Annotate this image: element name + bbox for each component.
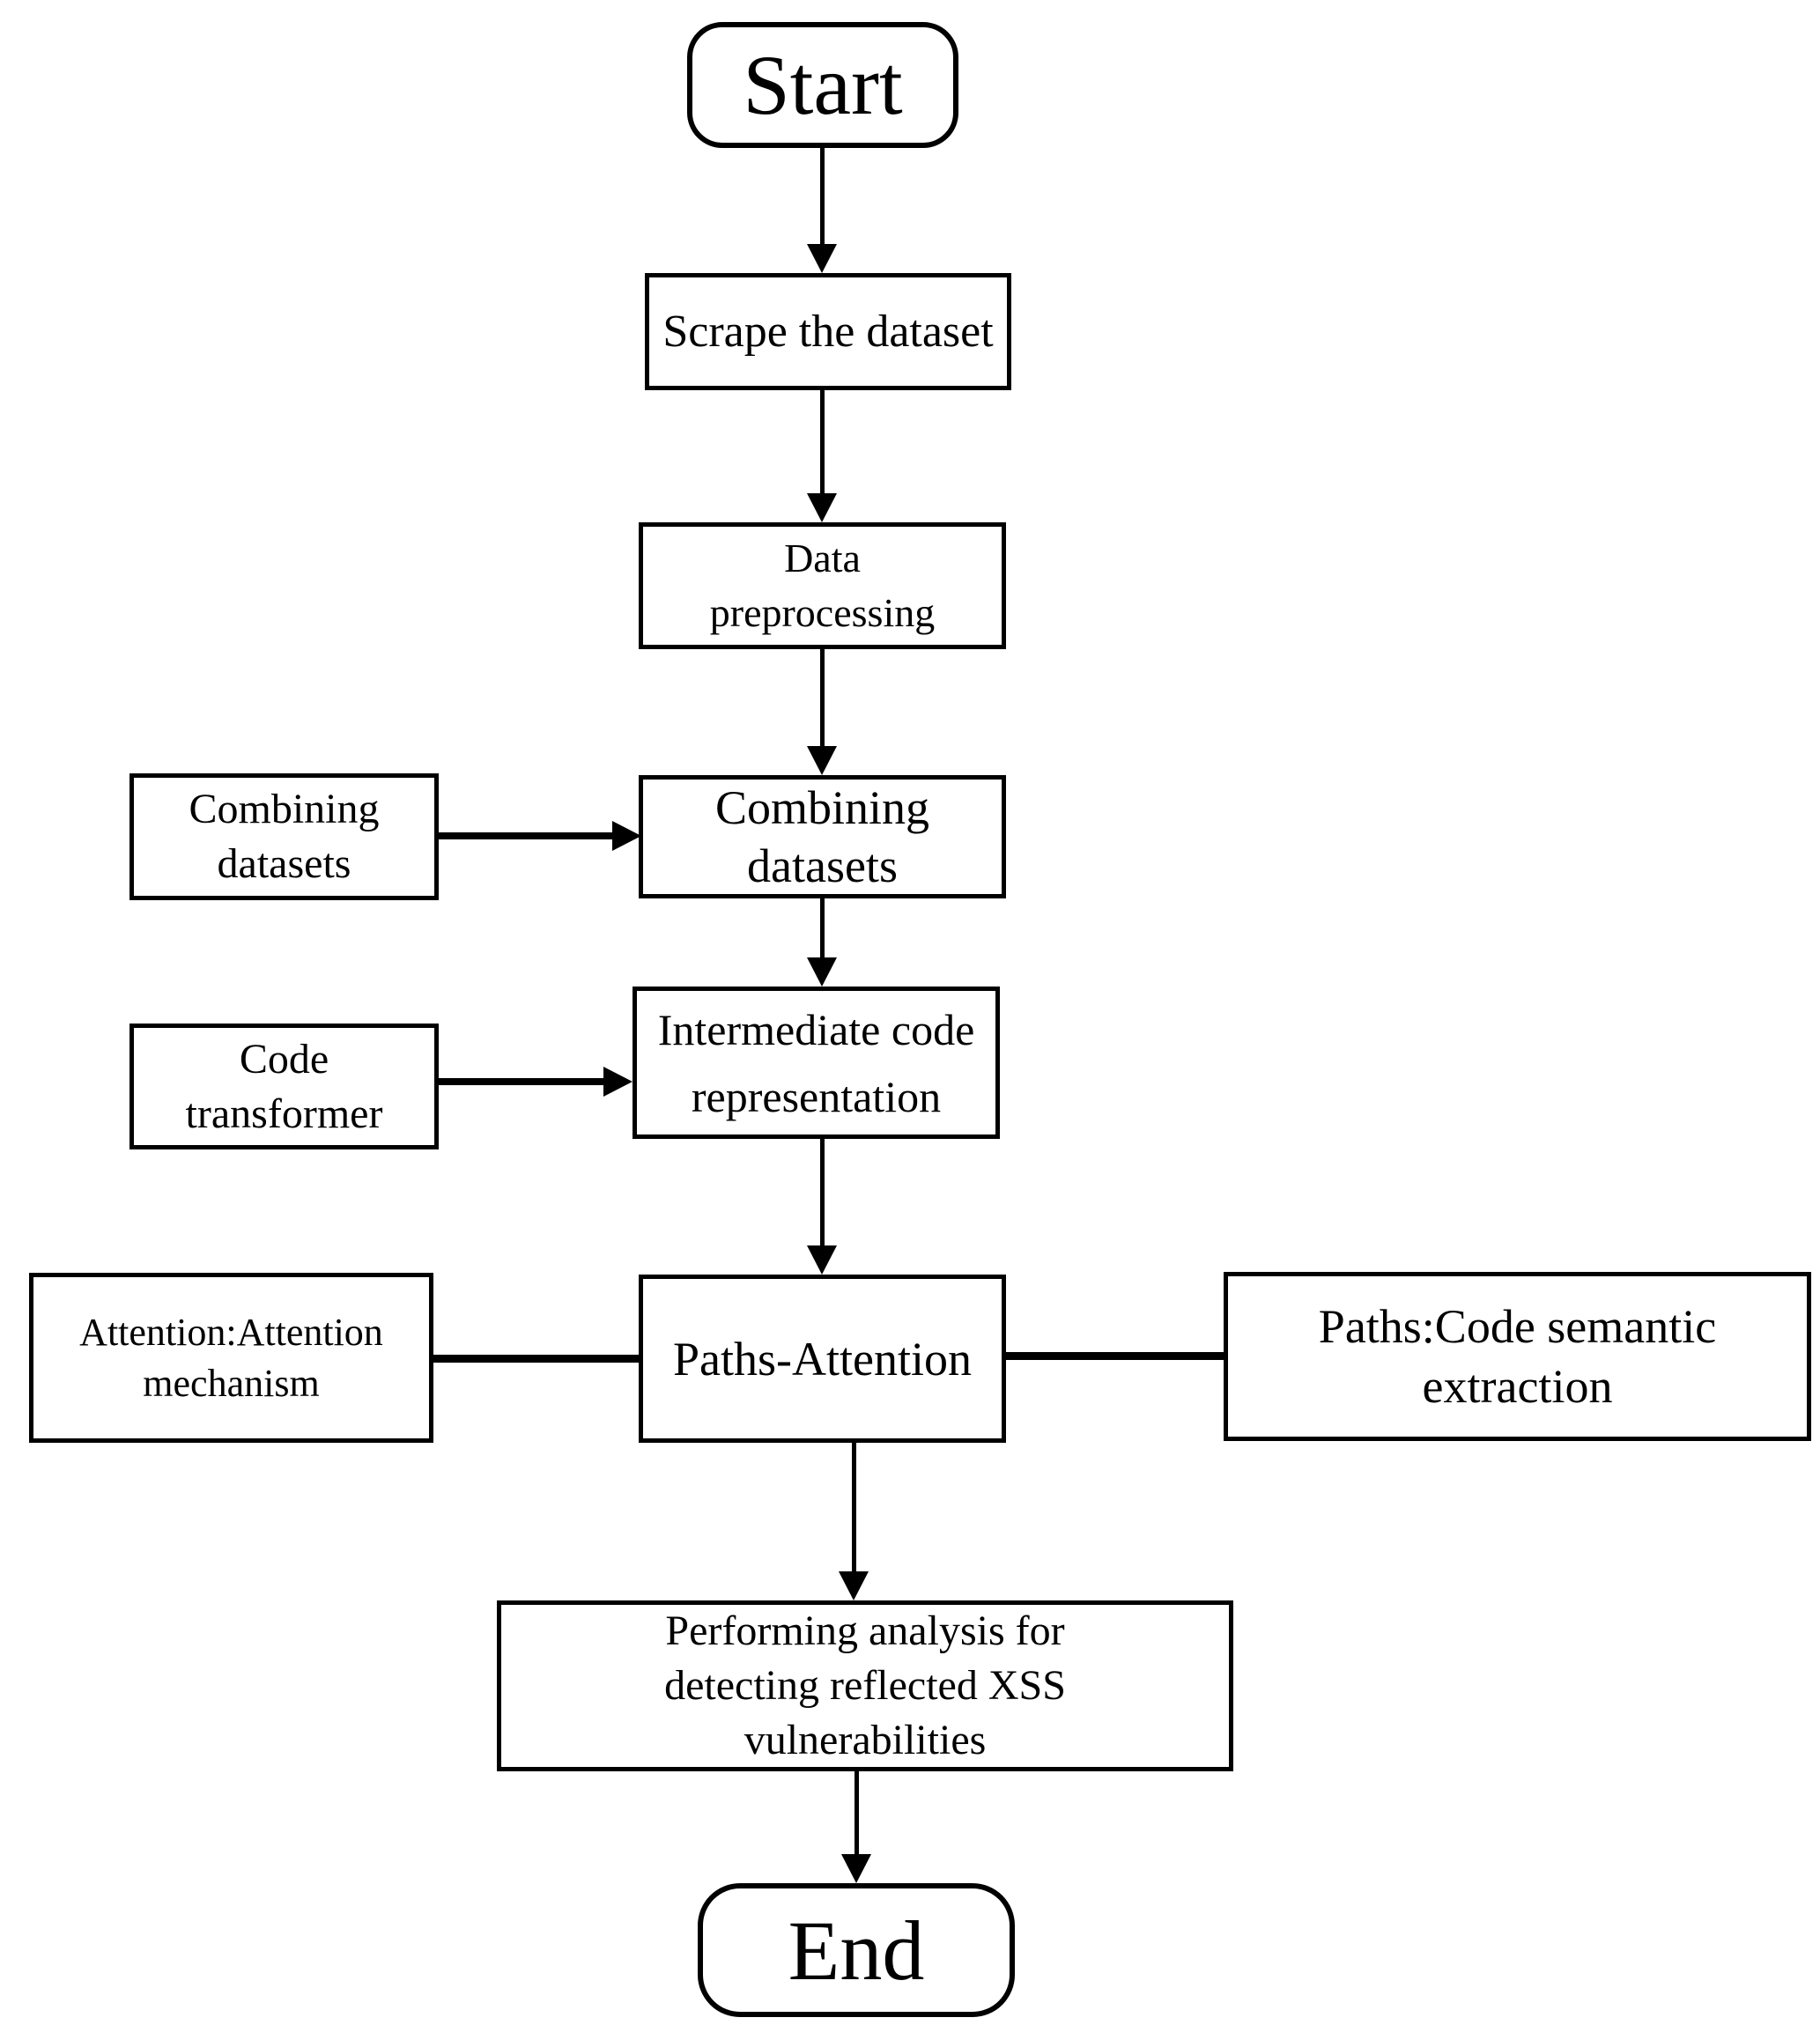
- arrow-analysis-to-end-line: [855, 1771, 859, 1856]
- arrow-analysis-to-end-head: [841, 1854, 871, 1883]
- node-scrape-dataset: Scrape the dataset: [645, 273, 1011, 390]
- connector-paths-attention-to-paths-note: [1004, 1352, 1226, 1360]
- node-end: End: [698, 1883, 1015, 2017]
- arrow-code-transformer-to-intermediate-head: [603, 1067, 633, 1097]
- arrow-start-to-scrape-head: [807, 244, 837, 273]
- arrow-preprocessing-to-combining-line: [820, 649, 825, 749]
- arrow-code-transformer-to-intermediate-line: [439, 1078, 606, 1085]
- arrow-intermediate-to-paths-attention-line: [820, 1139, 825, 1248]
- arrow-combining-to-intermediate-line: [820, 898, 825, 960]
- node-code-semantic-extraction-note: Paths:Code semantic extraction: [1224, 1272, 1811, 1441]
- arrow-start-to-scrape-line: [820, 148, 825, 247]
- arrow-combining-input-to-combining-head: [612, 821, 641, 851]
- node-intermediate-code-representation: Intermediate code representation: [633, 987, 1000, 1139]
- arrow-paths-attention-to-analysis-head: [839, 1571, 869, 1600]
- node-code-transformer: Code transformer: [129, 1024, 439, 1149]
- arrow-preprocessing-to-combining-head: [807, 746, 837, 775]
- node-data-preprocessing: Data preprocessing: [639, 522, 1006, 649]
- arrow-scrape-to-preprocessing-line: [820, 390, 825, 496]
- node-combining-datasets-input: Combining datasets: [129, 773, 439, 900]
- arrow-intermediate-to-paths-attention-head: [807, 1245, 837, 1275]
- arrow-scrape-to-preprocessing-head: [807, 493, 837, 522]
- arrow-paths-attention-to-analysis-line: [852, 1443, 856, 1573]
- connector-attention-note-to-paths-attention: [433, 1355, 641, 1363]
- arrow-combining-input-to-combining-line: [439, 832, 615, 839]
- node-paths-attention: Paths-Attention: [639, 1275, 1006, 1443]
- arrow-combining-to-intermediate-head: [807, 957, 837, 987]
- node-combining-datasets: Combining datasets: [639, 775, 1006, 898]
- node-attention-mechanism-note: Attention:Attention mechanism: [29, 1273, 433, 1443]
- node-start: Start: [687, 22, 958, 148]
- node-performing-analysis: Performing analysis for detecting reflec…: [497, 1600, 1233, 1771]
